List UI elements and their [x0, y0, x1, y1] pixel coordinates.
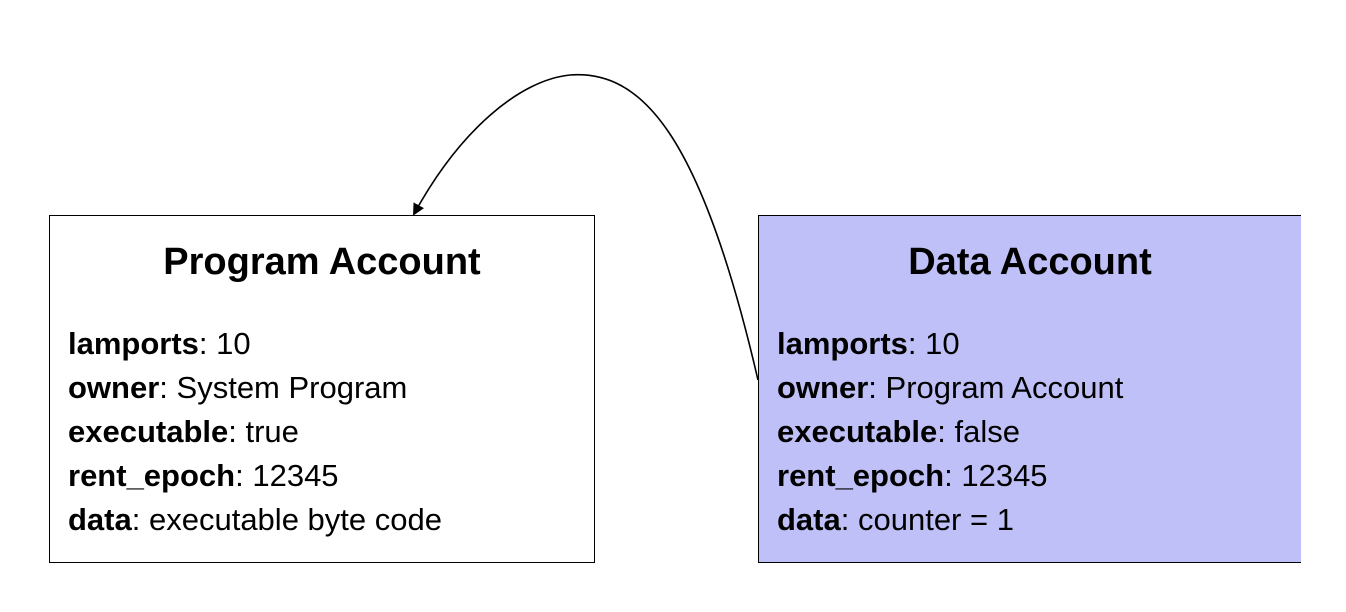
data-account-box: Data Account lamports: 10 owner: Program… — [758, 215, 1301, 563]
field-value: executable byte code — [148, 502, 442, 537]
data-account-fields: lamports: 10 owner: Program Account exec… — [777, 322, 1123, 542]
field-executable: executable: false — [777, 414, 1020, 449]
field-value: Program Account — [885, 370, 1124, 405]
field-rent-epoch: rent_epoch: 12345 — [68, 458, 339, 493]
field-key: data — [777, 502, 841, 537]
field-key: rent_epoch — [68, 458, 236, 493]
field-executable: executable: true — [68, 414, 299, 449]
field-rent-epoch: rent_epoch: 12345 — [777, 458, 1048, 493]
program-account-fields: lamports: 10 owner: System Program execu… — [68, 322, 442, 542]
field-key: owner — [777, 370, 869, 405]
field-lamports: lamports: 10 — [777, 326, 960, 361]
field-value: 10 — [216, 326, 251, 361]
field-key: lamports — [777, 326, 908, 361]
field-key: executable — [777, 414, 938, 449]
program-account-title: Program Account — [163, 241, 481, 283]
field-key: lamports — [68, 326, 199, 361]
data-account-title: Data Account — [908, 241, 1152, 283]
field-value: counter = 1 — [857, 502, 1014, 537]
field-value: System Program — [176, 370, 408, 405]
field-lamports: lamports: 10 — [68, 326, 251, 361]
field-key: rent_epoch — [777, 458, 945, 493]
field-data: data: counter = 1 — [777, 502, 1014, 537]
field-value: 12345 — [252, 458, 339, 493]
field-key: owner — [68, 370, 160, 405]
program-account-box: Program Account lamports: 10 owner: Syst… — [49, 215, 595, 563]
field-owner: owner: System Program — [68, 370, 408, 405]
field-data: data: executable byte code — [68, 502, 442, 537]
field-key: executable — [68, 414, 229, 449]
field-owner: owner: Program Account — [777, 370, 1124, 405]
field-value: 10 — [925, 326, 960, 361]
field-value: true — [245, 414, 299, 449]
field-value: 12345 — [961, 458, 1048, 493]
field-key: data — [68, 502, 132, 537]
field-value: false — [954, 414, 1020, 449]
